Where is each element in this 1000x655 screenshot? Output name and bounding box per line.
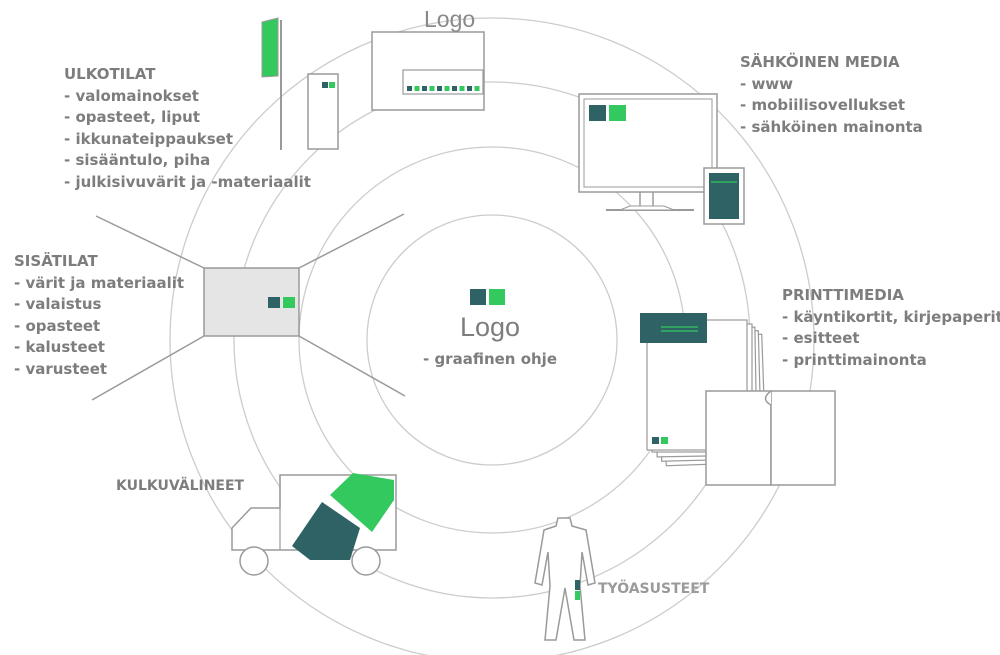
sahkoinen-media-item: - www xyxy=(740,74,794,93)
monitor-icon xyxy=(578,93,718,211)
ulkotilat-item: - opasteet, liput xyxy=(64,108,201,126)
printtimedia-item: - käyntikortit, kirjepaperit xyxy=(782,307,1000,326)
tablet-icon xyxy=(703,167,745,225)
center-logo-icon xyxy=(470,289,505,305)
kulkuvalineet-heading: KULKUVÄLINEET xyxy=(116,478,245,494)
printtimedia-item: - esitteet xyxy=(782,329,860,347)
ulkotilat-item: - valomainokset xyxy=(64,86,199,105)
outer-ring xyxy=(169,17,815,655)
logo-tile xyxy=(459,86,465,91)
workwear-icon xyxy=(534,517,596,641)
tyoasusteet-heading: TYÖASUSTEET xyxy=(598,581,710,597)
open-book-icon xyxy=(705,390,836,486)
sisatilat-item: - kalusteet xyxy=(14,338,105,356)
logo-tile xyxy=(452,86,457,91)
sisatilat-heading: SISÄTILAT xyxy=(14,252,98,270)
room-icon xyxy=(91,213,406,401)
sisatilat-label: SISÄTILAT - värit ja materiaalit - valai… xyxy=(14,251,184,380)
printtimedia-heading: PRINTTIMEDIA xyxy=(782,286,904,304)
logo-tile xyxy=(444,86,450,91)
truck-icon xyxy=(231,473,397,576)
storefront-icon xyxy=(371,31,485,111)
logo-tile xyxy=(414,86,420,91)
sisatilat-item: - varusteet xyxy=(14,359,108,378)
printtimedia-label: PRINTTIMEDIA - käyntikortit, kirjepaperi… xyxy=(782,285,1000,371)
sahkoinen-media-item: - sähköinen mainonta xyxy=(740,117,923,136)
logo-tile xyxy=(467,86,472,91)
logo-tile xyxy=(422,86,427,91)
ulkotilat-label: ULKOTILAT - valomainokset - opasteet, li… xyxy=(64,64,311,193)
ulkotilat-item: - ikkunateippaukset xyxy=(64,129,234,148)
sisatilat-item: - opasteet xyxy=(14,316,101,335)
sahkoinen-media-item: - mobiilisovellukset xyxy=(740,96,906,114)
inner-ring xyxy=(366,214,618,466)
sahkoinen-media-label: SÄHKÖINEN MEDIA - www - mobiilisovelluks… xyxy=(740,52,923,138)
logo-tile xyxy=(429,86,435,91)
signboard-logo-text: Logo xyxy=(424,6,476,32)
center-logo-title: Logo xyxy=(459,312,521,342)
ulkotilat-item: - julkisivuvärit ja -materiaalit xyxy=(64,172,311,191)
center-subtitle: - graafinen ohje xyxy=(423,350,557,368)
flag-icon xyxy=(261,17,282,150)
sahkoinen-media-heading: SÄHKÖINEN MEDIA xyxy=(740,53,900,71)
sisatilat-item: - valaistus xyxy=(14,295,102,313)
ulkotilat-heading: ULKOTILAT xyxy=(64,65,156,83)
ulkotilat-item: - sisääntulo, piha xyxy=(64,151,211,169)
logo-tile xyxy=(407,86,412,91)
logo-tile xyxy=(474,86,480,91)
logo-tile xyxy=(437,86,442,91)
sign-icon xyxy=(307,73,339,150)
printtimedia-item: - printtimainonta xyxy=(782,350,927,369)
sisatilat-item: - värit ja materiaalit xyxy=(14,273,185,292)
